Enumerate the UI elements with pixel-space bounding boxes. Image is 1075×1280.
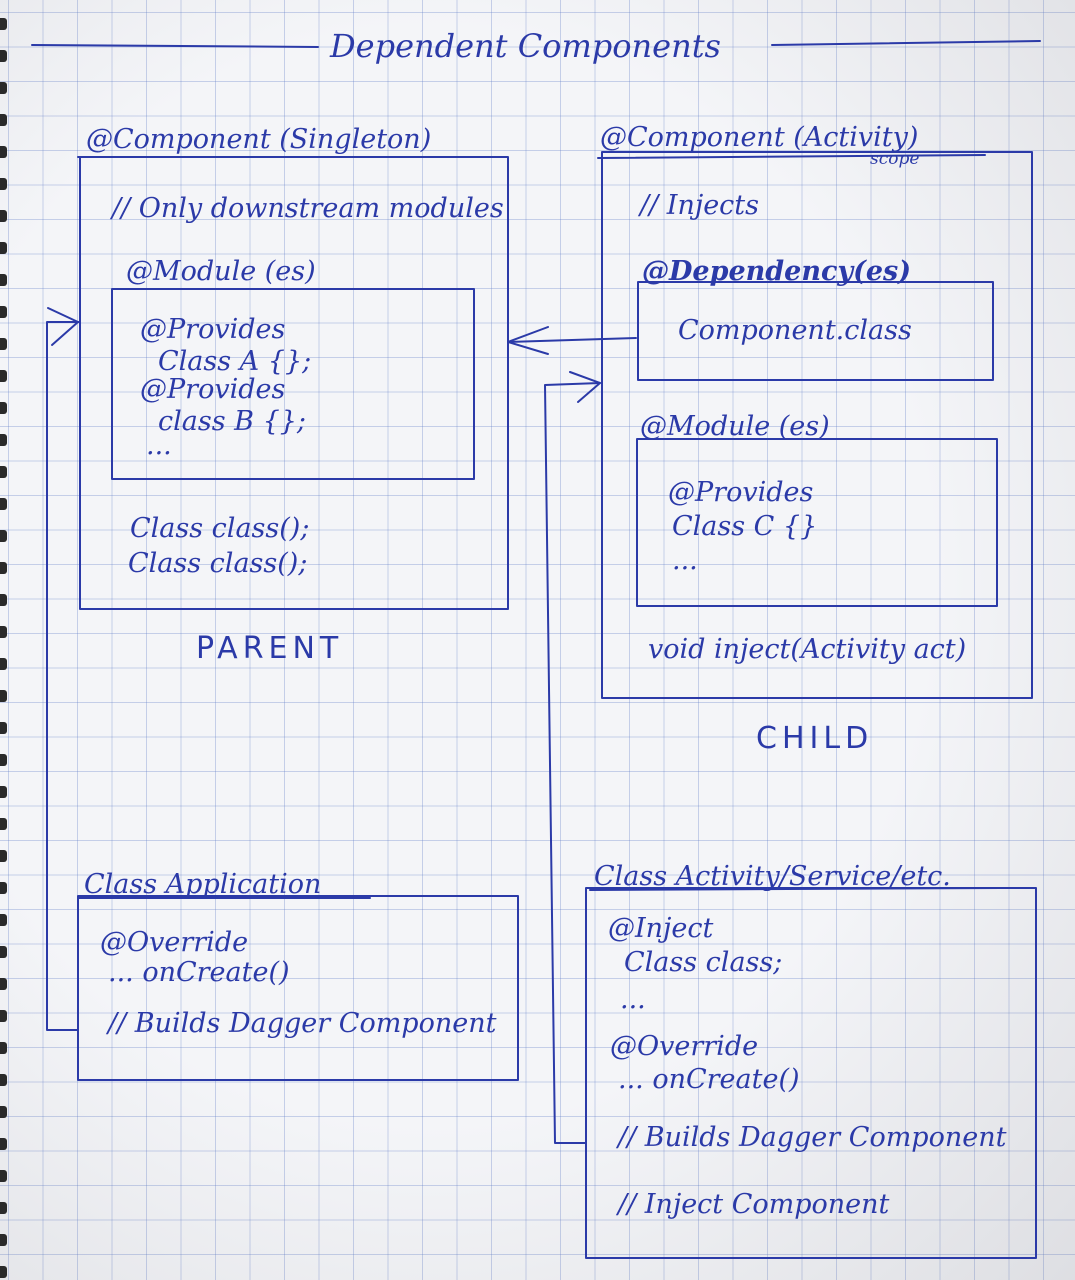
spiral-ring <box>0 178 7 190</box>
app-to-parent-arrowhead <box>47 307 79 346</box>
application-line-2: ... onCreate() <box>108 957 290 988</box>
spiral-ring <box>0 530 7 542</box>
child-comment: // Injects <box>640 190 760 221</box>
spiral-ring <box>0 146 7 158</box>
spiral-ring <box>0 818 7 830</box>
child-module-box <box>636 438 998 607</box>
dependency-arrow <box>507 337 637 343</box>
spiral-ring <box>0 626 7 638</box>
parent-module-line-3: @Provides <box>140 374 286 405</box>
spiral-ring <box>0 434 7 446</box>
parent-method-1: Class class(); <box>130 513 310 544</box>
parent-caption: PARENT <box>196 631 344 666</box>
child-scope-note: scope <box>870 149 920 169</box>
spiral-ring <box>0 210 7 222</box>
activity-to-child-connector <box>544 382 601 1144</box>
parent-module-line-5: ... <box>146 430 172 461</box>
parent-comment: // Only downstream modules <box>112 193 504 224</box>
child-module-label: @Module (es) <box>640 411 830 442</box>
application-line-1: @Override <box>100 927 249 958</box>
spiral-ring <box>0 1106 7 1118</box>
spiral-ring <box>0 18 7 30</box>
spiral-ring <box>0 82 7 94</box>
dependency-box <box>637 281 994 381</box>
spiral-ring <box>0 690 7 702</box>
child-caption: CHILD <box>756 721 874 756</box>
spiral-ring <box>0 658 7 670</box>
activity-box <box>585 887 1037 1259</box>
spiral-ring <box>0 1266 7 1278</box>
spiral-ring <box>0 114 7 126</box>
child-component-label: @Component (Activity) <box>600 122 919 153</box>
activity-line-4: @Override <box>610 1031 759 1062</box>
activity-line-2: Class class; <box>624 947 783 978</box>
parent-module-label: @Module (es) <box>126 256 316 287</box>
spiral-ring <box>0 1074 7 1086</box>
child-dependency-value: Component.class <box>678 315 912 346</box>
child-module-line-2: Class C {} <box>672 511 818 542</box>
spiral-ring <box>0 1010 7 1022</box>
app-to-parent-connector <box>46 321 81 1031</box>
spiral-ring <box>0 1042 7 1054</box>
spiral-ring <box>0 1138 7 1150</box>
spiral-ring <box>0 1170 7 1182</box>
child-dependency-label: @Dependency(es) <box>642 256 912 287</box>
child-module-line-1: @Provides <box>668 477 814 508</box>
spiral-ring <box>0 50 7 62</box>
spiral-ring <box>0 594 7 606</box>
child-module-line-3: ... <box>672 545 698 576</box>
spiral-ring <box>0 978 7 990</box>
spiral-ring <box>0 466 7 478</box>
spiral-ring <box>0 274 7 286</box>
activity-line-3: ... <box>620 984 646 1015</box>
spiral-ring <box>0 562 7 574</box>
spiral-ring <box>0 338 7 350</box>
spiral-ring <box>0 306 7 318</box>
parent-module-box <box>111 288 475 480</box>
spiral-ring <box>0 850 7 862</box>
title-rule-left <box>31 44 319 48</box>
spiral-ring <box>0 786 7 798</box>
parent-module-line-2: Class A {}; <box>158 346 312 377</box>
spiral-ring <box>0 1202 7 1214</box>
spiral-ring <box>0 402 7 414</box>
spiral-ring <box>0 242 7 254</box>
parent-component-box <box>79 156 509 610</box>
application-class-label: Class Application <box>84 869 322 900</box>
child-label-underline <box>597 154 986 159</box>
activity-line-7: // Inject Component <box>618 1189 890 1220</box>
activity-line-6: // Builds Dagger Component <box>618 1122 1007 1153</box>
application-box <box>77 895 519 1081</box>
spiral-ring <box>0 914 7 926</box>
parent-method-2: Class class(); <box>128 548 308 579</box>
spiral-ring <box>0 882 7 894</box>
spiral-ring <box>0 722 7 734</box>
spiral-ring <box>0 1234 7 1246</box>
child-method: void inject(Activity act) <box>648 634 967 665</box>
dependency-arrowhead <box>507 326 549 355</box>
spiral-ring <box>0 946 7 958</box>
activity-class-label: Class Activity/Service/etc. <box>594 861 951 892</box>
parent-module-line-4: class B {}; <box>158 406 307 437</box>
child-component-box <box>601 151 1033 699</box>
page-title: Dependent Components <box>330 27 721 65</box>
spiral-ring <box>0 498 7 510</box>
activity-line-5: ... onCreate() <box>618 1064 800 1095</box>
application-line-3: // Builds Dagger Component <box>108 1008 497 1039</box>
activity-to-child-arrowhead <box>569 371 601 403</box>
title-rule-right <box>771 40 1041 46</box>
activity-line-1: @Inject <box>608 913 714 944</box>
parent-module-line-1: @Provides <box>140 314 286 345</box>
parent-component-label: @Component (Singleton) <box>86 124 432 155</box>
spiral-ring <box>0 754 7 766</box>
spiral-ring <box>0 370 7 382</box>
